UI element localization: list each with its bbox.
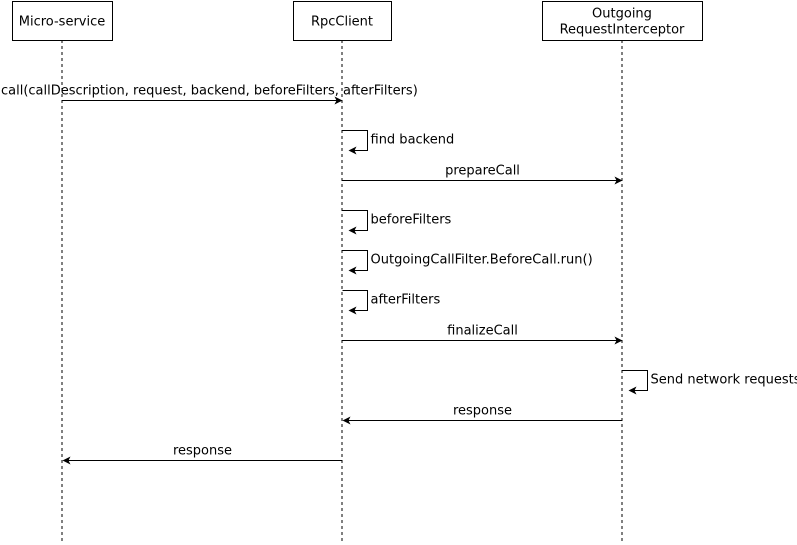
participant-label-interceptor: Outgoing [592,7,652,22]
participant-label-rpc: RpcClient [311,15,373,30]
message-label: find backend [371,133,455,148]
message-label: finalizeCall [447,324,518,339]
message-label: afterFilters [371,293,441,308]
message-label: response [173,444,232,459]
message-label: OutgoingCallFilter.BeforeCall.run() [371,253,593,268]
message-label: beforeFilters [371,213,452,228]
message-label: call(callDescription, request, backend, … [1,84,418,99]
message-label: response [453,404,512,419]
message-label: Send network requests [651,373,797,388]
message-label: prepareCall [445,164,520,179]
participant-label-interceptor: RequestInterceptor [560,23,685,38]
participant-label-micro: Micro-service [19,15,106,30]
